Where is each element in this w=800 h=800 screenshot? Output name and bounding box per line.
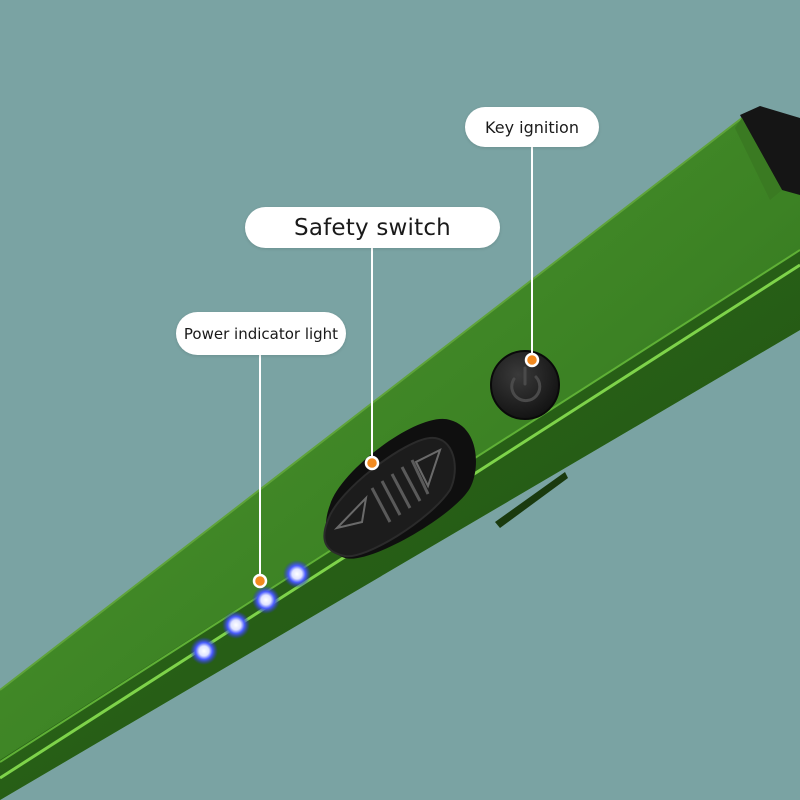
callout-power-indicator: Power indicator light bbox=[176, 312, 346, 355]
led-2 bbox=[222, 611, 250, 639]
marker-power bbox=[252, 573, 268, 589]
led-3 bbox=[252, 586, 280, 614]
callout-safety-switch: Safety switch bbox=[245, 207, 500, 248]
arrow-left-icon bbox=[333, 494, 368, 530]
safety-switch[interactable] bbox=[323, 418, 476, 559]
power-indicator-leds bbox=[190, 560, 311, 665]
ignition-button[interactable] bbox=[490, 350, 560, 420]
callout-key-ignition: Key ignition bbox=[465, 107, 599, 147]
leader-markers bbox=[252, 352, 540, 589]
leader-lines bbox=[259, 147, 533, 580]
led-4 bbox=[283, 560, 311, 588]
marker-ignition bbox=[524, 352, 540, 368]
power-icon bbox=[510, 375, 542, 403]
marker-safety bbox=[364, 455, 380, 471]
led-1 bbox=[190, 637, 218, 665]
switch-ridges bbox=[370, 459, 430, 523]
lighter-end-cap bbox=[740, 106, 800, 195]
lighter-end-cap-rim bbox=[735, 118, 782, 200]
side-slot bbox=[495, 472, 568, 528]
arrow-right-icon bbox=[414, 448, 442, 489]
